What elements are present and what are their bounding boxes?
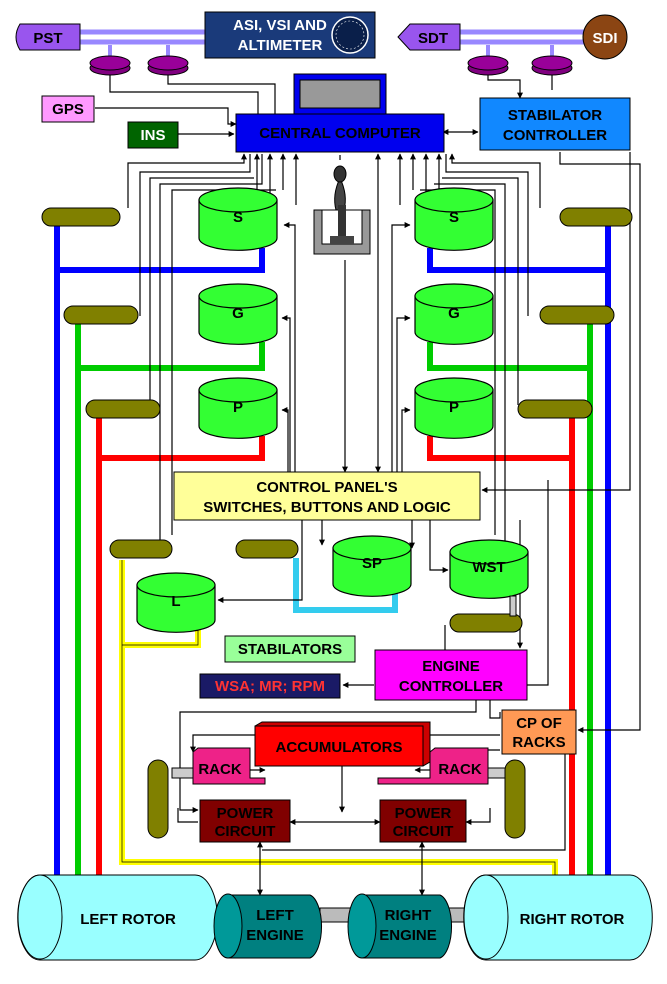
right-engine [347, 893, 452, 959]
gps-label: GPS [52, 101, 84, 118]
right-engine-label-2: ENGINE [379, 927, 437, 944]
cyl-s-left-label: S [233, 209, 243, 226]
sdt-pressure-valves [467, 45, 573, 76]
cylinder-l [136, 572, 216, 633]
asi-label-line1: ASI, VSI AND [233, 17, 327, 34]
right-engine-label-1: RIGHT [385, 907, 432, 924]
cyl-p-left-label: P [233, 399, 243, 416]
sdt-probe: SDT [397, 23, 461, 51]
gps-box: GPS [41, 95, 95, 123]
power-left-line1: POWER [217, 805, 274, 822]
cylinder-p-right [414, 377, 494, 439]
engine-controller: ENGINE CONTROLLER [374, 649, 528, 701]
cp-of-racks: CP OF RACKS [501, 709, 577, 755]
stabilators-label: STABILATORS [238, 641, 342, 658]
asi-vsi-altimeter-box: ASI, VSI AND ALTIMETER [204, 11, 376, 59]
left-engine-label-2: ENGINE [246, 927, 304, 944]
cyl-p-right-label: P [449, 399, 459, 416]
right-rotor-label: RIGHT ROTOR [520, 911, 625, 928]
engine-ctrl-line1: ENGINE [422, 658, 480, 675]
left-rotor-label: LEFT ROTOR [80, 911, 176, 928]
power-circuit-left: POWER CIRCUIT [199, 799, 291, 843]
control-panel: CONTROL PANEL'S SWITCHES, BUTTONS AND LO… [173, 471, 481, 521]
cylinder-g-right [414, 283, 494, 345]
joystick-icon [313, 165, 371, 255]
left-engine [213, 893, 322, 959]
cyl-s-right-label: S [449, 209, 459, 226]
stabilators-box: STABILATORS [224, 635, 356, 663]
panel-label-line2: SWITCHES, BUTTONS AND LOGIC [203, 499, 451, 516]
cyl-g-right-label: G [448, 305, 460, 322]
cyl-wst-label: WST [472, 559, 505, 576]
cp-racks-line1: CP OF [516, 715, 562, 732]
accumulators: ACCUMULATORS [254, 721, 431, 767]
sdi-indicator: SDI [582, 14, 628, 60]
ins-box: INS [127, 121, 179, 149]
ins-label: INS [140, 127, 165, 144]
stab-label-line1: STABILATOR [508, 107, 602, 124]
pst-probe: PST [15, 23, 81, 51]
rack-actuator-pucks [147, 759, 526, 839]
olive-actuators [41, 207, 633, 633]
cylinder-p-left [198, 377, 278, 439]
wst-rod [509, 595, 517, 617]
drive-train: LEFT ROTOR RIGHT ROTOR LEFT ENGINE RIGHT… [17, 874, 653, 961]
pst-pressure-valves [89, 45, 189, 76]
right-rotor [463, 874, 653, 961]
power-right-line2: CIRCUIT [393, 823, 454, 840]
rack-left: RACK [171, 747, 266, 785]
power-circuit-right: POWER CIRCUIT [379, 799, 467, 843]
wsa-indicator: WSA; MR; RPM [199, 673, 341, 699]
cylinder-s-right [414, 187, 494, 251]
cyl-sp-label: SP [362, 555, 382, 572]
power-right-line1: POWER [395, 805, 452, 822]
cylinder-g-left [198, 283, 278, 345]
rack-left-label: RACK [198, 761, 241, 778]
power-left-line2: CIRCUIT [215, 823, 276, 840]
accumulators-label: ACCUMULATORS [276, 739, 403, 756]
cp-racks-line2: RACKS [512, 734, 565, 751]
cylinder-s-left [198, 187, 278, 251]
cylinder-sp [332, 535, 412, 597]
asi-label-line2: ALTIMETER [238, 37, 323, 54]
sdt-label: SDT [418, 30, 448, 47]
panel-label-line1: CONTROL PANEL'S [256, 479, 397, 496]
engine-ctrl-line2: CONTROLLER [399, 678, 503, 695]
cylinder-labels: S G P S G P L SP WST [171, 209, 505, 610]
left-rotor [17, 874, 218, 961]
hydraulic-cylinders [136, 187, 529, 633]
stab-label-line2: CONTROLLER [503, 127, 607, 144]
cyl-g-left-label: G [232, 305, 244, 322]
cylinder-wst [449, 539, 529, 599]
pst-label: PST [33, 30, 62, 47]
central-computer-label: CENTRAL COMPUTER [259, 125, 421, 142]
rack-right: RACK [377, 747, 510, 785]
wsa-label: WSA; MR; RPM [215, 678, 325, 695]
cyl-l-label: L [171, 593, 180, 610]
rack-right-label: RACK [438, 761, 481, 778]
central-computer: CENTRAL COMPUTER [235, 73, 445, 153]
sdi-label: SDI [592, 30, 617, 47]
stabilator-controller: STABILATOR CONTROLLER [479, 97, 631, 151]
left-engine-label-1: LEFT [256, 907, 294, 924]
